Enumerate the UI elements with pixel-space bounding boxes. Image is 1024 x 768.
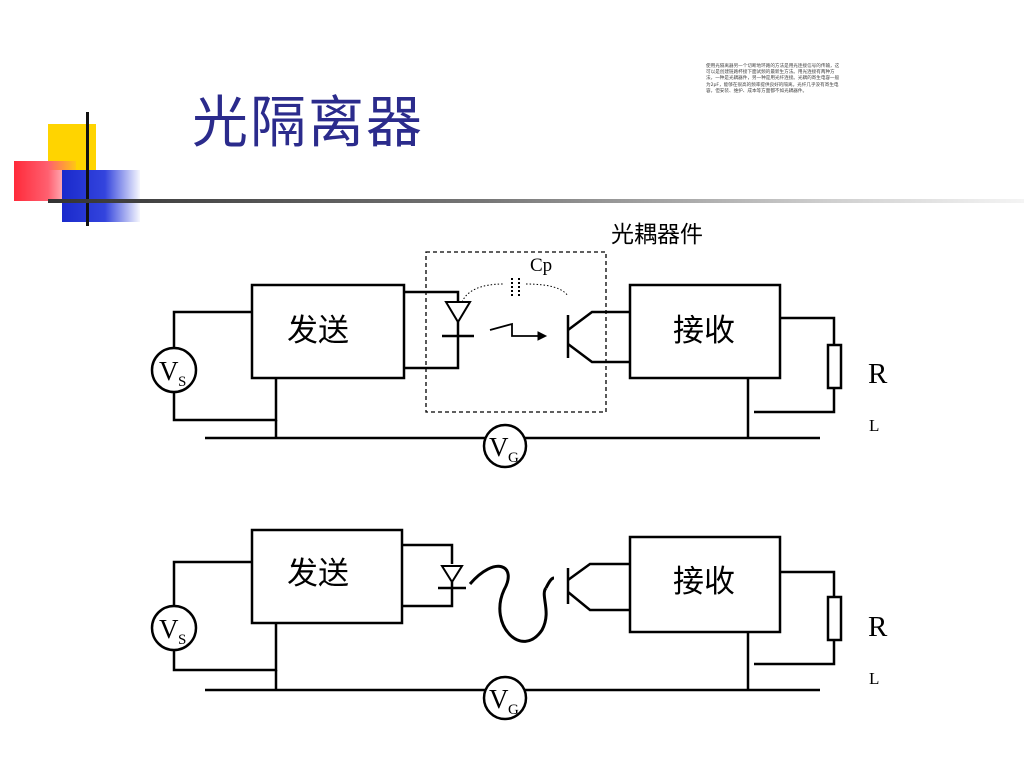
led-diode-2 (440, 565, 464, 584)
vg-label-1: V (489, 432, 509, 462)
page-title: 光隔离器 (192, 91, 424, 156)
note-text: 使用光隔离器另一个切断地环路的方法是用光连接信号的传输，这可以是创建链路杯接下面… (706, 64, 840, 94)
diagram-optocoupler (150, 251, 843, 469)
rl-loop-2 (754, 570, 836, 666)
vs-loop-2 (172, 560, 278, 672)
receiver-label-1: 接收 (673, 313, 735, 349)
receiver-box-2 (628, 535, 782, 634)
sender-label-1: 发送 (287, 313, 349, 349)
parasitic-cap-right (525, 283, 569, 297)
coupler-box-1 (425, 251, 607, 413)
vg-source-2 (482, 675, 528, 721)
rl-sub-2: L (869, 669, 879, 688)
fiber-cable (468, 564, 548, 643)
resistor-1 (826, 343, 843, 390)
vg-source-1 (482, 423, 528, 469)
diagram-fiber (150, 528, 843, 721)
vg-sub-1: G (508, 450, 519, 466)
sender-box-1 (250, 283, 406, 380)
receiver-box-1 (628, 283, 782, 380)
receiver-label-2: 接收 (673, 564, 735, 600)
cap-label: Cp (530, 255, 552, 276)
resistor-2 (826, 595, 843, 642)
rl-label-2: R (868, 611, 888, 643)
parasitic-cap-left (461, 283, 505, 303)
vs-source-2 (150, 604, 198, 652)
vg-sub-2: G (508, 702, 519, 718)
vs-source-1 (150, 346, 198, 394)
light-arrow-icon (489, 322, 538, 337)
vs-loop-1 (172, 310, 278, 422)
led-diode-1 (444, 301, 472, 324)
rl-label-1: R (868, 358, 888, 390)
title-underline (48, 199, 1024, 203)
deco-blue-square (62, 170, 140, 222)
vs-label-2: V (159, 614, 179, 644)
sender-label-2: 发送 (287, 556, 349, 592)
deco-vertical-line (86, 112, 89, 226)
vs-label-1: V (159, 356, 179, 386)
rl-loop-1 (754, 316, 836, 414)
sender-box-2 (250, 528, 404, 625)
vs-sub-1: S (178, 374, 186, 390)
coupler-label: 光耦器件 (611, 222, 703, 248)
vs-sub-2: S (178, 632, 186, 648)
vg-label-2: V (489, 684, 509, 714)
rl-sub-1: L (869, 416, 879, 435)
